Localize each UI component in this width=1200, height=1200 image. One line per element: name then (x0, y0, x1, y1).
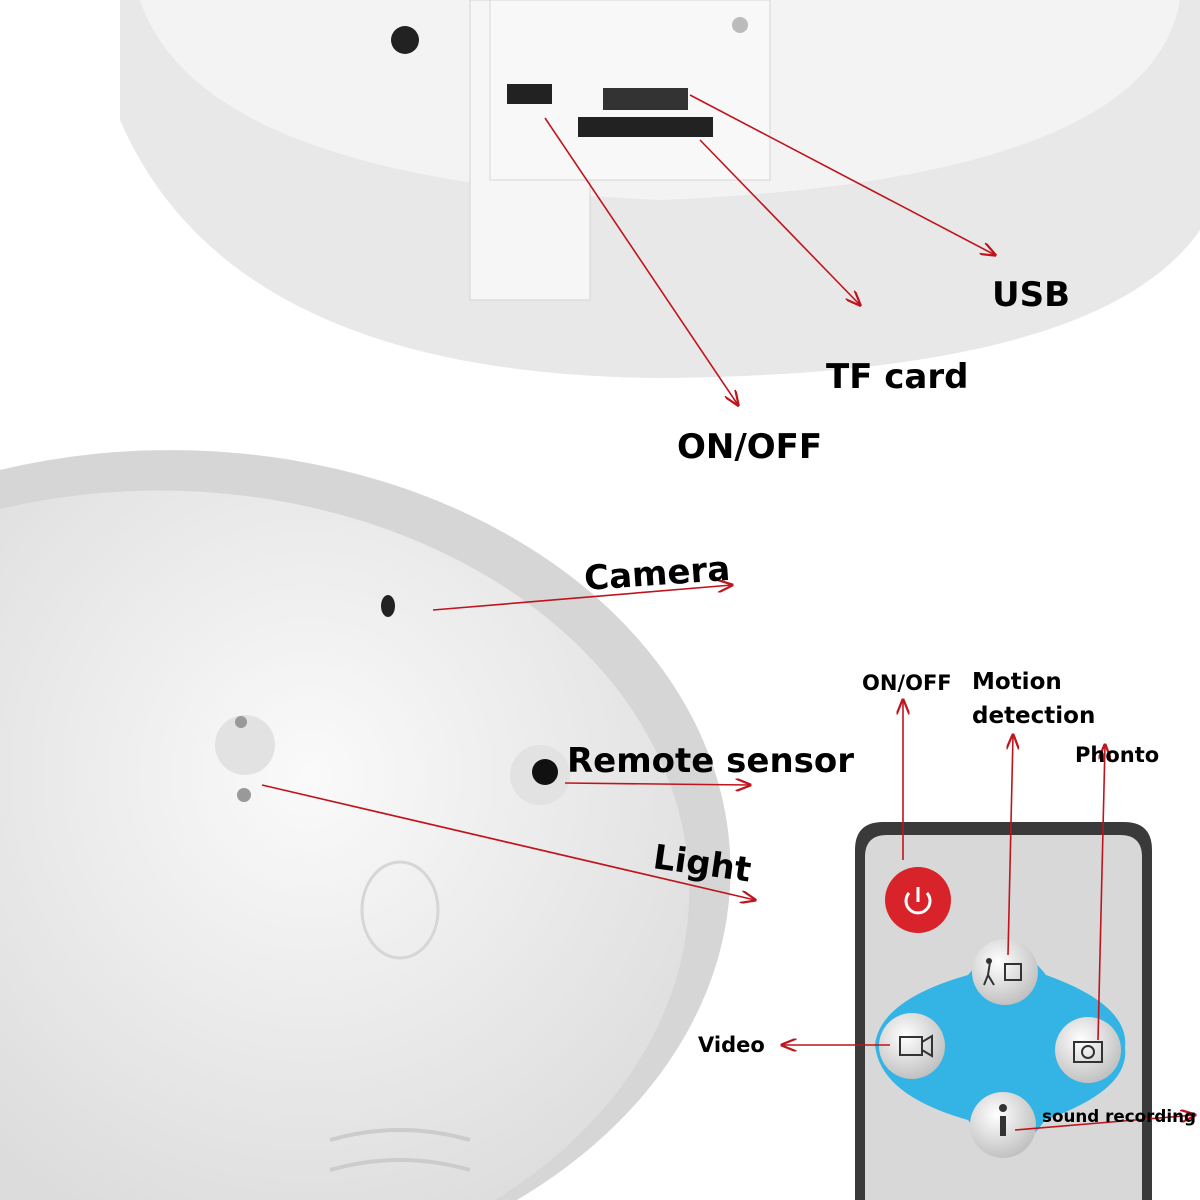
label-motion-line2: detection (972, 703, 1095, 729)
usb-port (603, 88, 688, 110)
video-camera-icon (899, 1036, 923, 1056)
motion-camera-icon (1004, 963, 1022, 981)
remote-sensor (532, 759, 558, 785)
power-icon (904, 887, 932, 915)
smoke-detector-body (0, 450, 731, 1200)
label-on-off: ON/OFF (677, 427, 822, 467)
video-button (879, 1013, 945, 1079)
tf-card-slot (578, 117, 713, 137)
photo-button (1055, 1017, 1121, 1083)
info-icon (999, 1104, 1007, 1112)
label-camera: Camera (583, 549, 732, 599)
label-motion-line1: Motion (972, 669, 1062, 695)
remote-control (855, 822, 1152, 1200)
walking-person-icon (983, 961, 995, 986)
device-base-top (120, 0, 1200, 378)
label-usb: USB (992, 275, 1070, 315)
power-button (885, 867, 951, 933)
label-remote-on-off: ON/OFF (862, 671, 952, 695)
label-remote-sensor: Remote sensor (567, 741, 854, 781)
camera-icon (1073, 1041, 1103, 1063)
light-led (237, 788, 251, 802)
label-tf-card: TF card (826, 357, 968, 397)
camera-lens (381, 595, 395, 617)
label-sound-recording: sound recording (1042, 1107, 1196, 1127)
label-video: Video (698, 1033, 765, 1057)
label-photo: Phonto (1075, 743, 1159, 767)
power-switch (507, 84, 552, 104)
